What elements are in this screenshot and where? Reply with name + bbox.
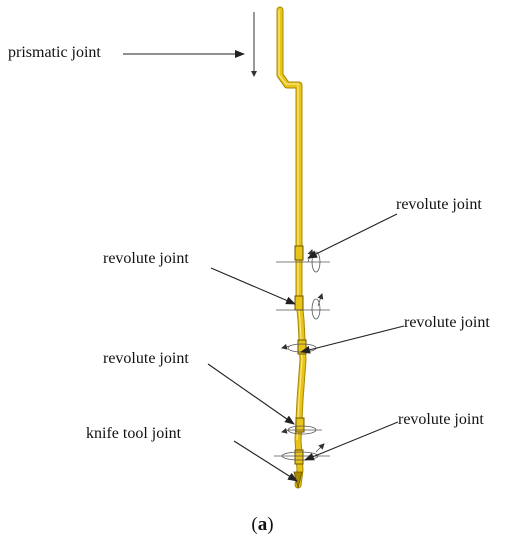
label-prismatic-joint: prismatic joint bbox=[8, 44, 101, 61]
leader-arrows bbox=[123, 50, 405, 482]
label-revolute-joint-5: revolute joint bbox=[398, 411, 484, 428]
arrow-revolute-4 bbox=[207, 363, 295, 425]
arrow-revolute-1 bbox=[307, 213, 398, 259]
label-revolute-joint-2: revolute joint bbox=[103, 250, 189, 267]
arrow-revolute-5 bbox=[304, 421, 399, 461]
arrow-revolute-3 bbox=[300, 325, 405, 354]
caption-open: ( bbox=[251, 514, 258, 535]
label-knife-tool-joint: knife tool joint bbox=[86, 425, 182, 442]
revolute-axis-icon bbox=[274, 249, 330, 461]
label-revolute-joint-1: revolute joint bbox=[396, 196, 482, 213]
figure-caption: (a) bbox=[0, 514, 525, 536]
caption-close: ) bbox=[267, 514, 274, 535]
arrow-revolute-2 bbox=[210, 267, 296, 305]
arrow-knife bbox=[233, 440, 298, 482]
label-revolute-joint-4: revolute joint bbox=[103, 350, 189, 367]
label-revolute-joint-3: revolute joint bbox=[404, 314, 490, 331]
caption-letter: a bbox=[257, 514, 268, 535]
